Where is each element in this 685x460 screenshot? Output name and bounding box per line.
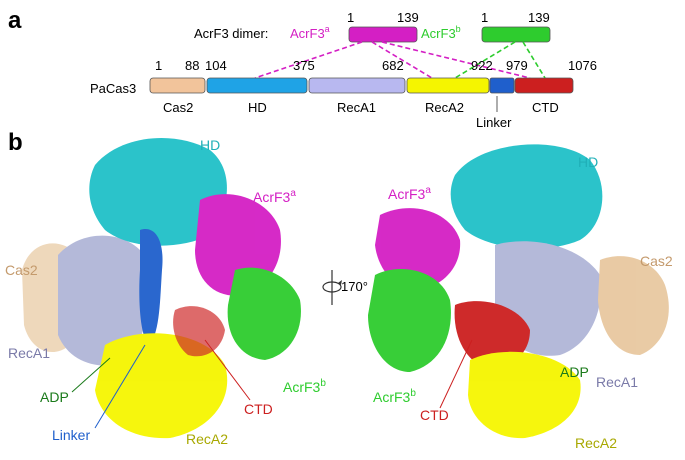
line-acrf3b-ctd: [522, 41, 546, 79]
dimer-acrf3b-label: AcrF3b: [421, 24, 461, 41]
line-acrf3a-reca2: [371, 41, 433, 79]
rotation-icon: [322, 270, 342, 305]
left-adp-pointer: [71, 357, 111, 393]
left-reca1-region: [58, 235, 147, 366]
domain-label-hd: HD: [248, 100, 267, 115]
left-label-acrf3a: AcrF3a: [253, 188, 296, 205]
domain-label-reca1: RecA1: [337, 100, 376, 115]
pos-375: 375: [293, 58, 315, 73]
rotation-label: 170°: [341, 279, 368, 294]
left-label-acrf3b: AcrF3b: [283, 378, 326, 395]
left-label-hd: HD: [200, 137, 220, 153]
cas3-bar: [149, 77, 574, 94]
pos-682: 682: [382, 58, 404, 73]
left-hd-region: [89, 138, 227, 246]
right-ctd-pointer: [439, 339, 473, 409]
acrf3b-bar: [481, 26, 551, 43]
domain-label-linker: Linker: [476, 115, 512, 130]
line-acrf3a-hd: [254, 41, 363, 79]
domain-label-cas2: Cas2: [163, 100, 193, 115]
cas3-name: PaCas3: [90, 81, 136, 96]
left-label-cas2: Cas2: [5, 262, 38, 278]
right-label-adp: ADP: [560, 364, 589, 380]
right-ctd-region: [454, 301, 530, 369]
right-label-acrf3a: AcrF3a: [388, 185, 431, 202]
dimer-a-end: 139: [397, 10, 419, 25]
left-label-linker: Linker: [52, 427, 90, 443]
dimer-a-start: 1: [347, 10, 354, 25]
right-label-reca1: RecA1: [596, 374, 638, 390]
structure-left: [22, 138, 301, 439]
line-acrf3a-ctd: [381, 41, 531, 79]
left-reca2-region: [95, 333, 228, 439]
right-label-hd: HD: [578, 154, 598, 170]
right-label-reca2: RecA2: [575, 435, 617, 451]
interaction-lines: [254, 41, 546, 79]
left-label-adp: ADP: [40, 389, 69, 405]
domain-label-reca2: RecA2: [425, 100, 464, 115]
structure-right: [368, 144, 669, 439]
line-acrf3b-reca2: [454, 41, 516, 79]
domain-reca2-bar: [406, 77, 490, 94]
domain-reca1-bar: [308, 77, 406, 94]
domain-ctd-bar: [514, 77, 574, 94]
pos-88: 88: [185, 58, 199, 73]
pos-1: 1: [155, 58, 162, 73]
domain-linker-bar: [489, 77, 515, 94]
right-hd-region: [450, 144, 603, 249]
right-acrf3b-region: [368, 268, 451, 372]
pos-922: 922: [471, 58, 493, 73]
dimer-acrf3a-label: AcrF3a: [290, 24, 330, 41]
right-reca2-region: [468, 351, 581, 439]
left-label-reca2: RecA2: [186, 431, 228, 447]
left-label-ctd: CTD: [244, 401, 273, 417]
pos-1076: 1076: [568, 58, 597, 73]
domain-label-ctd: CTD: [532, 100, 559, 115]
domain-cas2-bar: [149, 77, 206, 94]
left-ctd-region: [173, 306, 225, 357]
left-linker-pointer: [94, 344, 146, 429]
left-linker-region: [139, 229, 163, 345]
dimer-title: AcrF3 dimer:: [194, 26, 268, 41]
dimer-b-start: 1: [481, 10, 488, 25]
pos-979: 979: [506, 58, 528, 73]
left-label-reca1: RecA1: [8, 345, 50, 361]
pos-104: 104: [205, 58, 227, 73]
right-label-acrf3b: AcrF3b: [373, 388, 416, 405]
acrf3a-bar: [348, 26, 418, 43]
panel-label-b: b: [8, 129, 23, 156]
domain-hd-bar: [206, 77, 308, 94]
right-label-cas2: Cas2: [640, 253, 673, 269]
dimer-b-end: 139: [528, 10, 550, 25]
panel-label-a: a: [8, 7, 22, 34]
right-label-ctd: CTD: [420, 407, 449, 423]
left-ctd-pointer: [204, 339, 251, 401]
right-cas2-region: [598, 256, 669, 355]
left-acrf3b-region: [227, 267, 301, 360]
